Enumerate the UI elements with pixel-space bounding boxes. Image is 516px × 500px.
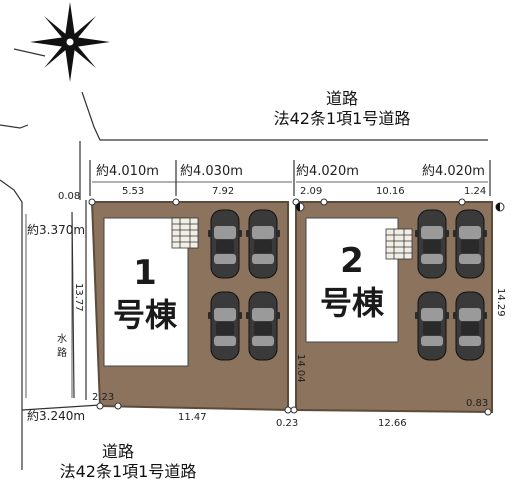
half-marker-icon [295,202,505,212]
dim-mid-14-04: 14.04 [295,354,306,383]
dim-bottom-0-83: 0.83 [466,398,488,409]
frontage-a: 約4.010m [96,164,159,179]
waterway-char-2: 路 [57,346,67,359]
frontage-c: 約4.020m [296,164,359,179]
parking-car-icon [414,291,450,361]
dim-top-2-09: 2.09 [300,186,322,197]
dim-left-13-77: 13.77 [73,283,84,312]
parking-car-icon [207,291,243,361]
frontage-b: 約4.030m [180,164,243,179]
dim-right-14-29: 14.29 [495,288,506,317]
entrance-stairs-2 [385,228,413,260]
lot-2-label: 号棟 [320,284,385,322]
parking-car-icon [245,209,281,279]
entrance-stairs-1 [171,217,199,249]
frontage-left-bottom: 約3.240m [27,408,85,423]
north-star-compass-icon [30,2,110,82]
parking-car-icon [245,291,281,361]
dim-bottom-0-23: 0.23 [276,418,298,429]
dim-top-5-53: 5.53 [122,186,144,197]
house-2-footprint [305,217,399,343]
dim-bottom-11-47: 11.47 [178,412,207,423]
lot-2-number: 2 [340,241,364,281]
parking-car-icon [207,209,243,279]
top-road-label: 道路 [326,89,358,108]
dim-top-7-92: 7.92 [212,186,234,197]
bottom-road-label: 道路 [102,442,134,461]
frontage-left-top: 約3.370m [27,222,85,237]
waterway-char-1: 水 [57,333,67,345]
bottom-road-type: 法42条1項1号道路 [60,462,197,481]
lot-1-label: 号棟 [113,296,178,334]
dim-bottom-2-23: 2.23 [92,392,114,403]
lot-1-number: 1 [133,253,157,293]
frontage-d: 約4.020m [422,164,485,179]
parking-car-icon [452,291,488,361]
top-road-type: 法42条1項1号道路 [274,109,411,128]
dim-bottom-12-66: 12.66 [378,418,407,429]
dim-top-1-24: 1.24 [464,186,486,197]
dim-top-10-16: 10.16 [376,186,405,197]
dim-top-0-08: 0.08 [58,191,80,202]
parking-car-icon [414,209,450,279]
parking-car-icon [452,209,488,279]
frontage-arrows [25,181,488,398]
